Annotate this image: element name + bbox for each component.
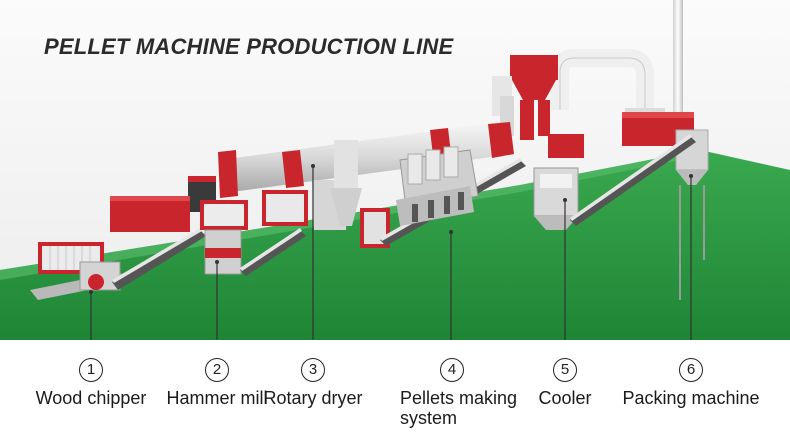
step-number: 3 (301, 358, 325, 382)
step-label: Packing machine (622, 388, 760, 408)
conveyor-4 (570, 136, 696, 226)
step-label: Pellets making system (400, 388, 522, 428)
step-packing-machine: 6 Packing machine (618, 340, 764, 408)
rotary-dryer (218, 122, 514, 198)
conveyor-1 (112, 230, 206, 290)
hammer-mill-unit (200, 200, 248, 275)
step-number: 5 (553, 358, 577, 382)
legend: 1 Wood chipper 2 Hammer mill 3 Rotary dr… (0, 340, 790, 433)
page-title: PELLET MACHINE PRODUCTION LINE (44, 34, 454, 59)
step-pellets-making-system: 4 Pellets making system (396, 340, 522, 428)
step-number: 4 (440, 358, 464, 382)
step-rotary-dryer: 3 Rotary dryer (262, 340, 364, 408)
step-label-line1: Pellets making (400, 388, 518, 408)
step-number: 1 (79, 358, 103, 382)
step-label: Hammer mill (166, 388, 268, 408)
step-label: Wood chipper (35, 388, 147, 408)
leader-lines (90, 166, 692, 355)
control-cabinet (110, 196, 190, 232)
step-number: 6 (679, 358, 703, 382)
floor-platform (0, 150, 790, 340)
cyclone-top-box (510, 55, 558, 80)
step-label-line2: system (400, 408, 458, 428)
legend-band (0, 340, 790, 433)
step-number: 2 (205, 358, 229, 382)
step-hammer-mill: 2 Hammer mill (148, 340, 286, 408)
cooler-unit (533, 134, 584, 230)
step-cooler: 5 Cooler (530, 340, 600, 408)
step-label: Rotary dryer (263, 388, 363, 408)
conveyor-2 (240, 230, 306, 276)
step-wood-chipper: 1 Wood chipper (20, 340, 162, 408)
chimney (673, 0, 683, 112)
pellet-mills (396, 146, 479, 226)
step-label: Cooler (538, 388, 592, 408)
